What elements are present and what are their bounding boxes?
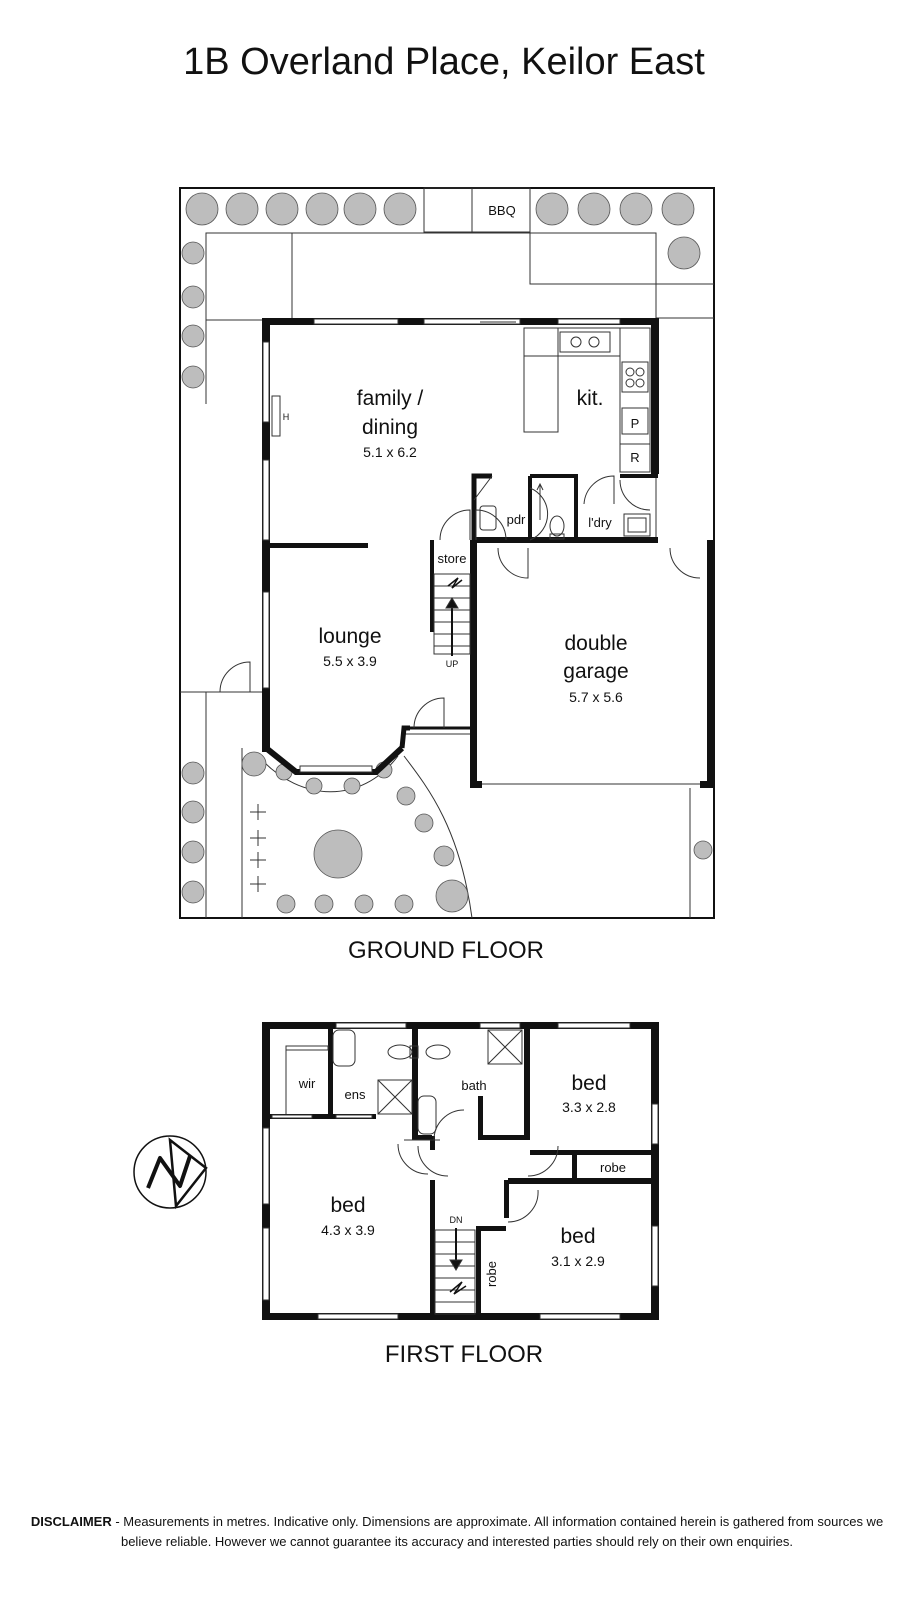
paving-lines [180,187,714,919]
bbq-label: BBQ [488,203,515,218]
pantry-label: P [631,416,640,431]
garage-dimensions: 5.7 x 5.6 [569,689,623,705]
store-label: store [438,551,467,566]
ground-stair [433,573,471,656]
heater-label: H [283,412,290,422]
first-floor: DN wir ens bath bed 3.3 x 2.8 robe bed 4… [262,1022,659,1368]
family-dimensions: 5.1 x 6.2 [363,444,417,460]
first-fittings [285,1029,559,1315]
bed3-dimensions: 3.1 x 2.9 [551,1253,605,1269]
kitchen-label: kit. [577,387,604,410]
ground-floor-label: GROUND FLOOR [348,937,544,964]
north-compass-icon [133,1135,208,1210]
wir-label: wir [298,1076,316,1091]
master-bed-dimensions: 4.3 x 3.9 [321,1222,375,1238]
bed3-label: bed [560,1225,595,1248]
stair-up-label: UP [446,659,459,669]
lounge-dimensions: 5.5 x 3.9 [323,653,377,669]
disclaimer-heading: DISCLAIMER [30,1514,112,1529]
property-title: 1B Overland Place, Keilor East [183,41,705,83]
garden-shrubs [181,192,713,914]
ground-floor: BBQ [179,187,715,964]
powder-label: pdr [507,512,526,527]
fridge-label: R [630,450,639,465]
garage-label-line1: double [564,632,627,655]
family-label-line2: dining [362,416,418,439]
garage-label-line2: garage [563,660,628,683]
family-label-line1: family / [357,387,424,410]
heater-unit [271,395,281,437]
master-bed-label: bed [330,1194,365,1217]
ground-doors [219,321,701,729]
first-windows [262,1022,659,1320]
bed1-dimensions: 3.3 x 2.8 [562,1099,616,1115]
first-floor-label: FIRST FLOOR [385,1341,543,1368]
ensuite-label: ens [345,1087,366,1102]
bed1-label: bed [571,1072,606,1095]
lounge-label: lounge [318,625,381,648]
robe1-label: robe [600,1160,626,1175]
ground-windows [262,318,621,773]
wet-fittings [473,475,565,540]
stair-down-label: DN [450,1215,463,1225]
bath-label: bath [461,1078,486,1093]
disclaimer: DISCLAIMER - Measurements in metres. Ind… [20,1512,894,1552]
disclaimer-text: - Measurements in metres. Indicative onl… [111,1514,884,1549]
laundry-label: l'dry [588,515,612,530]
kitchen-fittings [523,327,651,537]
robe2-label: robe [484,1261,499,1287]
ground-walls [262,318,714,788]
